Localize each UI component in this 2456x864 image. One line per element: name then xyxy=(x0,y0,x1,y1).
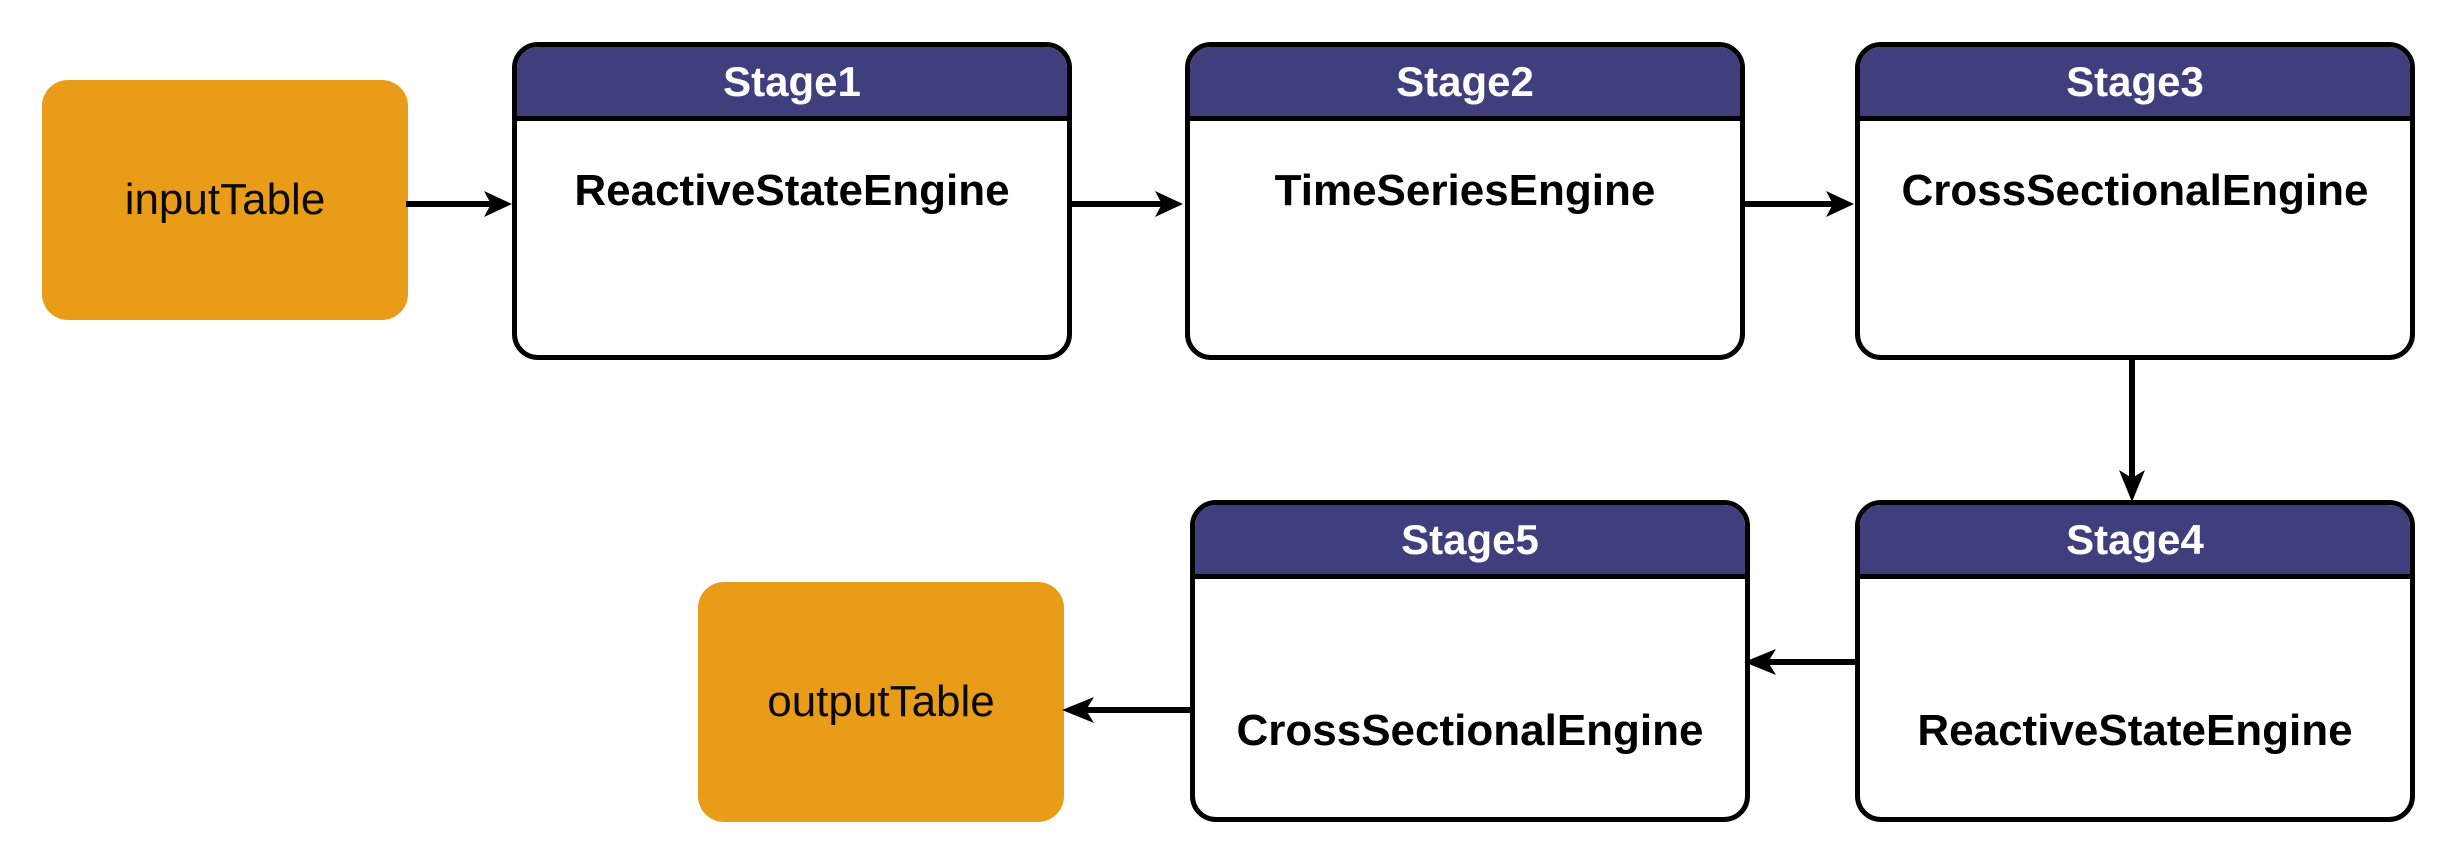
edge-input-to-stage1 xyxy=(406,186,518,222)
stage1-header: Stage1 xyxy=(517,47,1067,121)
stage5-title: Stage5 xyxy=(1401,515,1539,563)
stage1-title: Stage1 xyxy=(723,57,861,105)
stage3-engine-label: CrossSectionalEngine xyxy=(1901,166,2369,215)
stage2-engine-label: TimeSeriesEngine xyxy=(1274,166,1656,215)
stage5-body: CrossSectionalEngine xyxy=(1195,579,1745,817)
stage2-header: Stage2 xyxy=(1190,47,1740,121)
stage5-engine-label: CrossSectionalEngine xyxy=(1236,706,1704,755)
stage4-header: Stage4 xyxy=(1860,505,2410,579)
stage2-body: TimeSeriesEngine xyxy=(1190,121,1740,355)
stage5-header: Stage5 xyxy=(1195,505,1745,579)
edge-stage2-to-stage3 xyxy=(1743,186,1861,222)
edge-stage1-to-stage2 xyxy=(1070,186,1190,222)
node-stage3[interactable]: Stage3 CrossSectionalEngine xyxy=(1855,42,2415,360)
edge-stage5-to-output xyxy=(1058,692,1194,728)
node-stage4[interactable]: Stage4 ReactiveStateEngine xyxy=(1855,500,2415,822)
node-input-table-label: inputTable xyxy=(124,175,326,224)
stage3-title: Stage3 xyxy=(2066,57,2204,105)
stage1-engine-label: ReactiveStateEngine xyxy=(574,166,1010,215)
stage1-body: ReactiveStateEngine xyxy=(517,121,1067,355)
stage3-body: CrossSectionalEngine xyxy=(1860,121,2410,355)
edge-stage3-to-stage4 xyxy=(2114,356,2150,506)
node-output-table-label: outputTable xyxy=(767,677,995,726)
node-stage5[interactable]: Stage5 CrossSectionalEngine xyxy=(1190,500,1750,822)
stage4-engine-label: ReactiveStateEngine xyxy=(1917,706,2353,755)
stage4-title: Stage4 xyxy=(2066,515,2204,563)
stage2-title: Stage2 xyxy=(1396,57,1534,105)
stage3-header: Stage3 xyxy=(1860,47,2410,121)
edge-stage4-to-stage5 xyxy=(1740,644,1862,680)
node-input-table[interactable]: inputTable xyxy=(42,80,408,320)
stage4-body: ReactiveStateEngine xyxy=(1860,579,2410,817)
node-output-table[interactable]: outputTable xyxy=(698,582,1064,822)
node-stage2[interactable]: Stage2 TimeSeriesEngine xyxy=(1185,42,1745,360)
node-stage1[interactable]: Stage1 ReactiveStateEngine xyxy=(512,42,1072,360)
